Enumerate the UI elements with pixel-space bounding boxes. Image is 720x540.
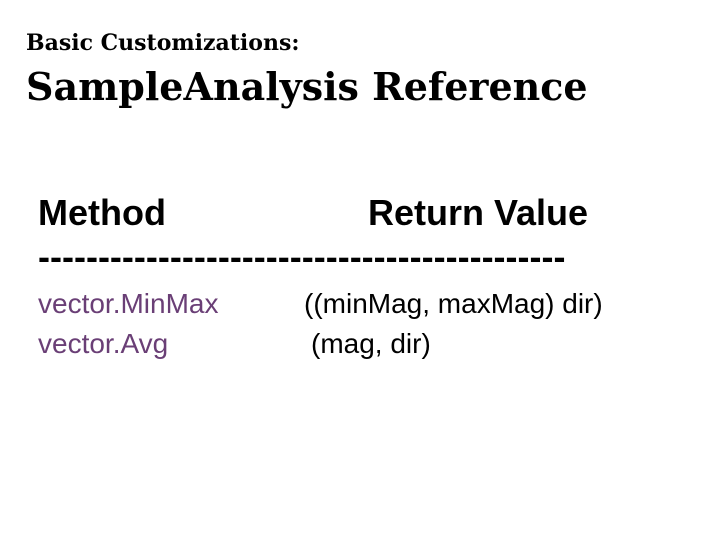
slide-subtitle: Basic Customizations:: [26, 30, 300, 56]
table-row: vector.MinMax ((minMag, maxMag) dir): [0, 288, 720, 324]
method-name: vector.Avg: [38, 328, 169, 359]
method-name: vector.MinMax: [38, 288, 219, 319]
table-row: vector.Avg (mag, dir): [0, 328, 720, 364]
return-value: ((minMag, maxMag) dir): [304, 288, 603, 319]
table-divider: ----------------------------------------…: [38, 236, 566, 277]
column-header-return-value: Return Value: [368, 192, 589, 233]
column-header-method: Method: [38, 192, 166, 233]
slide-title: SampleAnalysis Reference: [26, 64, 588, 109]
return-value: (mag, dir): [311, 328, 431, 359]
